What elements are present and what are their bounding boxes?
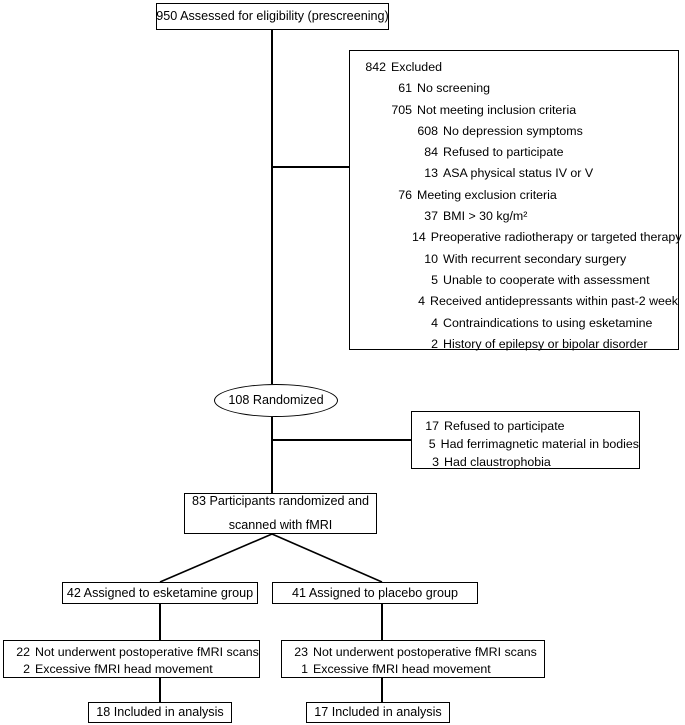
- attrition-item-count: 1: [301, 662, 308, 676]
- excluded-item-count: 37: [424, 209, 438, 224]
- excluded-before-scan-item-count: 5: [428, 437, 436, 451]
- excluded-before-scan-item-label: Refused to participate: [444, 419, 565, 433]
- excluded-item-label: Not meeting inclusion criteria: [417, 102, 577, 117]
- excluded-item-count: 608: [417, 123, 438, 138]
- excluded-item-count: 705: [391, 102, 412, 117]
- node-assigned-placebo: 41 Assigned to placebo group: [272, 582, 478, 604]
- attrition-esketamine-list: 22 Not underwent postoperative fMRI scans…: [4, 645, 259, 679]
- excluded-item: 4 Contraindications to using esketamine: [350, 316, 678, 337]
- excluded-item: 4 Received antidepressants within past-2 …: [350, 294, 678, 315]
- node-analysis-esketamine: 18 Included in analysis: [88, 702, 232, 723]
- node-attrition-esketamine: 22 Not underwent postoperative fMRI scans…: [3, 640, 260, 678]
- excluded-item-count: 76: [398, 187, 412, 202]
- node-excluded-before-scan: 17 Refused to participate 5 Had ferrimagnet…: [411, 411, 640, 469]
- excluded-before-scan-item-label: Had claustrophobia: [444, 455, 551, 469]
- excluded-item-label: No screening: [417, 81, 491, 96]
- attrition-item: 22 Not underwent postoperative fMRI scans: [4, 645, 259, 662]
- excluded-item-count: 2: [431, 336, 438, 351]
- excluded-item: 37 BMI > 30 kg/m²: [350, 209, 678, 230]
- excluded-before-scan-item: 3 Had claustrophobia: [412, 455, 639, 473]
- excluded-before-scan-item-count: 3: [432, 455, 439, 469]
- attrition-item-count: 22: [16, 645, 30, 659]
- excluded-item-count: 61: [398, 81, 412, 96]
- excluded-item-label: History of epilepsy or bipolar disorder: [443, 336, 648, 351]
- excluded-item-count: 13: [424, 166, 438, 181]
- attrition-item-count: 2: [23, 662, 30, 676]
- excluded-item: 13 ASA physical status IV or V: [350, 166, 678, 187]
- excluded-item: 10 With recurrent secondary surgery: [350, 252, 678, 273]
- excluded-item: 2 History of epilepsy or bipolar disorder: [350, 337, 678, 358]
- scanned-line-2: scanned with fMRI: [228, 518, 333, 532]
- excluded-item: 5 Unable to cooperate with assessment: [350, 273, 678, 294]
- excluded-item-count: 5: [431, 272, 438, 287]
- analysis-esketamine-label: 18 Included in analysis: [96, 705, 224, 719]
- excluded-item: 705 Not meeting inclusion criteria: [350, 103, 678, 124]
- excluded-item: 608 No depression symptoms: [350, 124, 678, 145]
- excluded-item-label: BMI > 30 kg/m²: [443, 209, 528, 224]
- excluded-before-scan-list: 17 Refused to participate 5 Had ferrimagnet…: [412, 419, 639, 473]
- attrition-item: 23 Not underwent postoperative fMRI scans: [282, 645, 544, 662]
- excluded-item-label: With recurrent secondary surgery: [443, 251, 627, 266]
- attrition-placebo-list: 23 Not underwent postoperative fMRI scans…: [282, 645, 544, 679]
- excluded-before-scan-item-label: Had ferrimagnetic material in bodies: [440, 437, 639, 451]
- excluded-header-count: 842: [365, 60, 386, 74]
- attrition-item-count: 23: [294, 645, 308, 659]
- assigned-placebo-label: 41 Assigned to placebo group: [292, 585, 458, 600]
- attrition-item-label: Excessive fMRI head movement: [313, 662, 491, 676]
- excluded-header-label: Excluded: [391, 60, 442, 74]
- excluded-header: 842 Excluded: [350, 60, 678, 81]
- excluded-item-label: Preoperative radiotherapy or targeted th…: [430, 230, 682, 245]
- excluded-item-count: 4: [418, 294, 426, 309]
- excluded-item: 76 Meeting exclusion criteria: [350, 188, 678, 209]
- excluded-item-count: 84: [424, 145, 438, 160]
- excluded-item-label: Unable to cooperate with assessment: [443, 272, 650, 287]
- excluded-before-scan-item-count: 17: [425, 419, 439, 433]
- excluded-item-label: Refused to participate: [443, 145, 564, 160]
- attrition-item-label: Excessive fMRI head movement: [35, 662, 213, 676]
- excluded-item: 14 Preoperative radiotherapy or targeted …: [350, 230, 682, 251]
- excluded-item: 84 Refused to participate: [350, 145, 678, 166]
- node-assessed-for-eligibility: 950 Assessed for eligibility (prescreeni…: [156, 3, 389, 30]
- excluded-item-label: Meeting exclusion criteria: [417, 187, 557, 202]
- node-attrition-placebo: 23 Not underwent postoperative fMRI scans…: [281, 640, 545, 678]
- assigned-esketamine-label: 42 Assigned to esketamine group: [66, 585, 254, 600]
- attrition-item: 2 Excessive fMRI head movement: [4, 662, 259, 679]
- excluded-item-label: No depression symptoms: [443, 123, 583, 138]
- excluded-before-scan-item: 5 Had ferrimagnetic material in bodies: [412, 437, 639, 455]
- excluded-item-label: ASA physical status IV or V: [443, 166, 594, 181]
- attrition-item-label: Not underwent postoperative fMRI scans: [35, 645, 259, 659]
- node-randomized: 108 Randomized: [214, 384, 338, 417]
- scanned-line-1: 83 Participants randomized and: [191, 494, 370, 508]
- node-analysis-placebo: 17 Included in analysis: [306, 702, 450, 723]
- excluded-item-label: Received antidepressants within past-2 w…: [430, 294, 678, 309]
- attrition-item: 1 Excessive fMRI head movement: [282, 662, 544, 679]
- analysis-placebo-label: 17 Included in analysis: [314, 705, 442, 719]
- excluded-item-list: 61 No screening 705 Not meeting inclusion c…: [350, 81, 682, 358]
- attrition-item-label: Not underwent postoperative fMRI scans: [313, 645, 537, 659]
- node-scanned-with-fmri: 83 Participants randomized and scanned w…: [184, 493, 377, 534]
- excluded-item-label: Contraindications to using esketamine: [443, 315, 653, 330]
- assessed-label: 950 Assessed for eligibility (prescreeni…: [156, 9, 389, 23]
- excluded-item-count: 14: [412, 230, 426, 245]
- excluded-before-scan-item: 17 Refused to participate: [412, 419, 639, 437]
- node-assigned-esketamine: 42 Assigned to esketamine group: [62, 582, 258, 604]
- excluded-item-count: 4: [431, 315, 438, 330]
- randomized-label: 108 Randomized: [228, 393, 324, 407]
- excluded-item-count: 10: [424, 251, 438, 266]
- excluded-item: 61 No screening: [350, 81, 678, 102]
